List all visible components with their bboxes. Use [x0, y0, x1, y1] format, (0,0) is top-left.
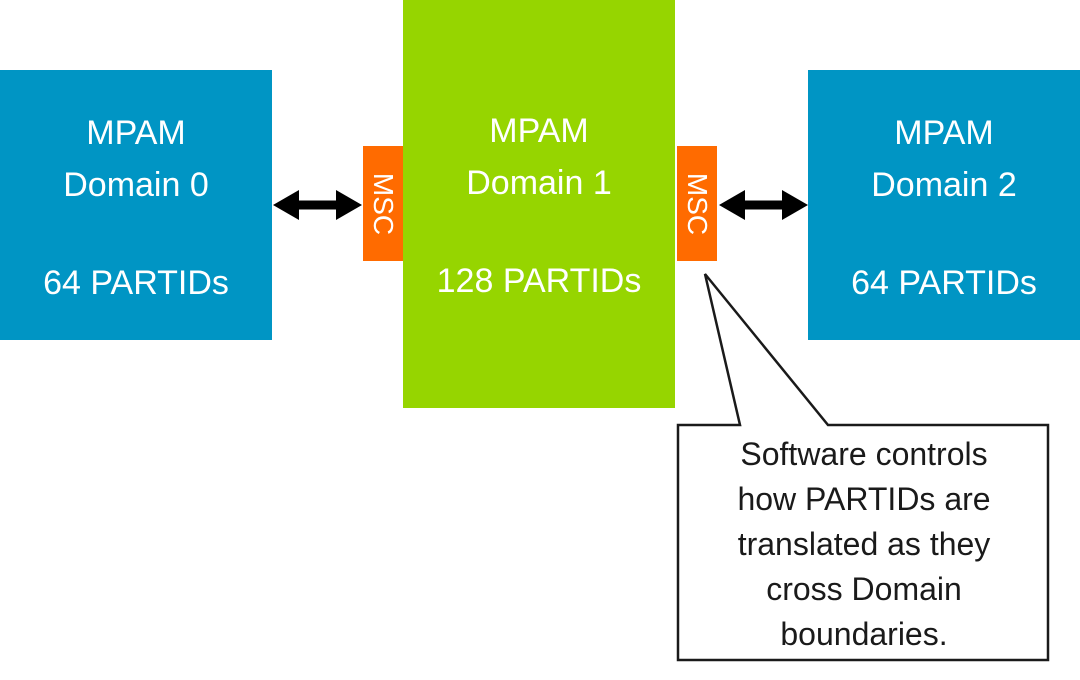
msc-right-block: MSC [677, 146, 717, 261]
mpam-domain-2-box: MPAM Domain 2 64 PARTIDs [808, 70, 1080, 340]
domain-1-partids: 128 PARTIDs [436, 262, 642, 300]
msc-right-label: MSC [682, 172, 714, 235]
callout-line: translated as they [737, 526, 991, 562]
domain-2-title: MPAM [894, 114, 994, 152]
domain-2-partids: 64 PARTIDs [851, 264, 1037, 302]
mpam-domain-1-box: MPAM Domain 1 128 PARTIDs [403, 0, 675, 408]
left-double-arrow [273, 190, 362, 220]
right-double-arrow [719, 190, 808, 220]
mpam-domain-0-box: MPAM Domain 0 64 PARTIDs [0, 70, 272, 340]
msc-left-label: MSC [368, 172, 400, 235]
callout-text: Software controls how PARTIDs are transl… [680, 432, 1048, 657]
domain-1-title: MPAM [489, 112, 589, 150]
callout-line: Software controls [740, 436, 988, 472]
msc-left-block: MSC [363, 146, 403, 261]
domain-0-title: MPAM [86, 114, 186, 152]
callout-line: cross Domain [766, 571, 962, 607]
domain-0-partids: 64 PARTIDs [43, 264, 229, 302]
callout-line: how PARTIDs are [737, 481, 991, 517]
domain-0-name: Domain 0 [63, 166, 209, 204]
callout-line: boundaries. [780, 616, 948, 652]
domain-2-name: Domain 2 [871, 166, 1017, 204]
domain-1-name: Domain 1 [466, 164, 612, 202]
